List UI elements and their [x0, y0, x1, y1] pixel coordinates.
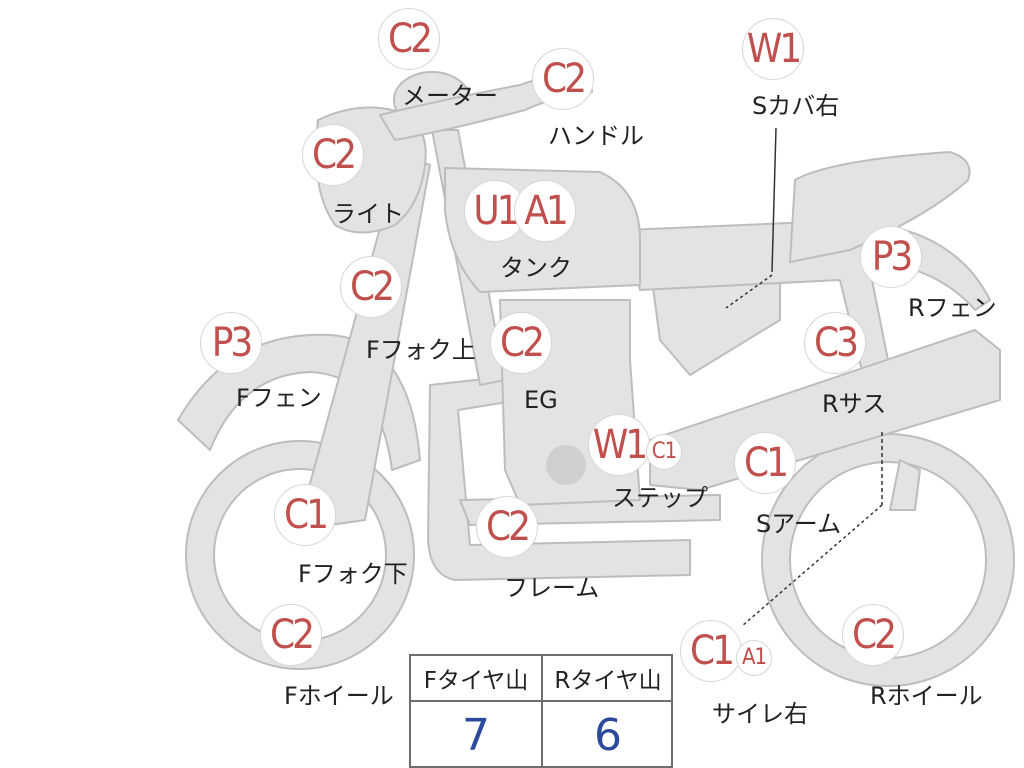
- frame-loop: [427, 374, 691, 581]
- fork-upper-label: Fフォク上: [366, 336, 476, 364]
- handlebar-label: ハンドル: [548, 122, 644, 150]
- leader-side-cover: [771, 127, 777, 273]
- fork-lower-label: Fフォク下: [298, 560, 408, 588]
- tank-code-badge-2: A1: [514, 180, 576, 242]
- step-label: ステップ: [612, 484, 708, 512]
- engine-label: EG: [524, 386, 558, 414]
- step-code-badge-1: W1: [588, 414, 650, 476]
- rear-wheel-label: Rホイール: [870, 682, 983, 710]
- rear-suspension-label: Rサス: [822, 390, 887, 418]
- rear-fender-label: Rフェン: [908, 294, 997, 322]
- engine-code-badge: C2: [490, 312, 552, 374]
- leader-muffler-2: [741, 504, 883, 627]
- side-cover-code-badge: W1: [742, 18, 804, 80]
- light-code-badge: C2: [302, 124, 364, 186]
- muffler-tail: [889, 459, 921, 511]
- table-divider-vertical: [541, 656, 543, 766]
- front-fender-code-badge: P3: [200, 312, 262, 374]
- meter-code-badge: C2: [378, 8, 440, 70]
- muffler-code-badge-1: C1: [680, 620, 742, 682]
- tire-tread-table: Fタイヤ山 Rタイヤ山 7 6: [409, 654, 673, 768]
- muffler-label: サイレ右: [712, 700, 808, 728]
- muffler-code-badge-2: A1: [736, 640, 772, 676]
- step-code-badge-2: C1: [646, 434, 682, 470]
- front-wheel-code-badge: C2: [260, 604, 322, 666]
- rear-suspension-code-badge: C3: [804, 312, 866, 374]
- light-label: ライト: [332, 200, 404, 228]
- rear-tread-value: 6: [594, 709, 622, 761]
- swing-arm-label: Sアーム: [756, 510, 842, 538]
- front-fender-label: Fフェン: [236, 384, 322, 412]
- front-wheel-label: Fホイール: [284, 682, 394, 710]
- side-cover-label: Sカバ右: [752, 92, 840, 120]
- meter-label: メーター: [402, 82, 498, 110]
- swing-arm-code-badge: C1: [734, 432, 796, 494]
- frame-code-badge: C2: [476, 496, 538, 558]
- fork-upper-code-badge: C2: [340, 256, 402, 318]
- tank-label: タンク: [500, 254, 572, 282]
- rear-wheel-code-badge: C2: [842, 604, 904, 666]
- frame-label: フレーム: [504, 574, 600, 602]
- rear-wheel: [761, 433, 1015, 687]
- fork-lower-code-badge: C1: [274, 484, 336, 546]
- rear-fender-code-badge: P3: [860, 226, 922, 288]
- rear-tread-header: Rタイヤ山: [554, 668, 662, 694]
- handlebar-code-badge: C2: [532, 48, 594, 110]
- front-tread-value: 7: [462, 709, 490, 761]
- front-tread-header: Fタイヤ山: [423, 668, 529, 694]
